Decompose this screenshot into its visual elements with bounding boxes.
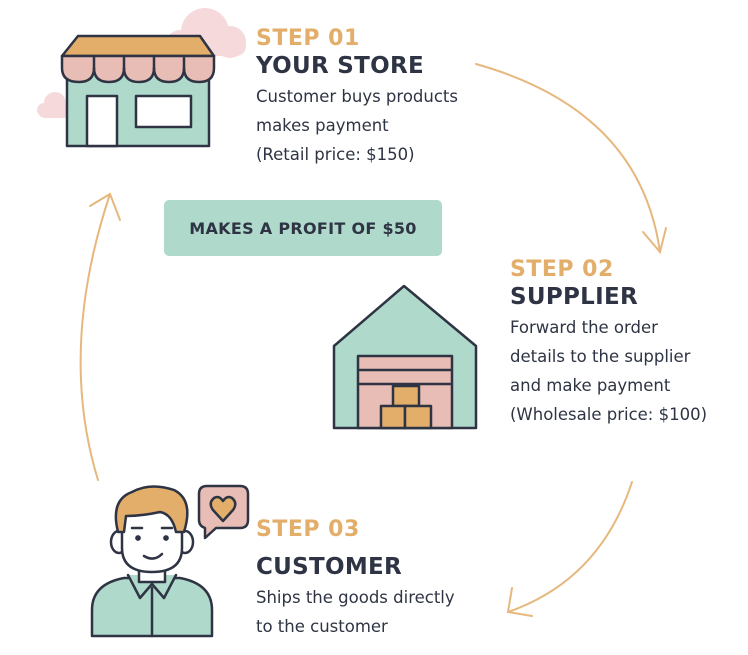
- step-03-line: to the customer: [256, 617, 388, 636]
- step-01-block: STEP 01 YOUR STORE Customer buys product…: [256, 26, 458, 169]
- step-03-block: STEP 03 CUSTOMER Ships the goods directl…: [256, 517, 455, 641]
- arrow-customer-to-store: [79, 193, 111, 481]
- step-02-line: details to the supplier: [510, 347, 691, 366]
- cloud-small-icon: [37, 92, 70, 118]
- step-01-line: (Retail price: $150): [256, 145, 415, 164]
- step-02-line: Forward the order: [510, 318, 658, 337]
- step-01-description: Customer buys products makes payment (Re…: [256, 82, 458, 169]
- step-03-line: Ships the goods directly: [256, 588, 455, 607]
- arrow-store-to-supplier: [475, 63, 661, 253]
- customer-icon: [90, 485, 214, 638]
- warehouse-icon: [332, 284, 478, 430]
- step-03-title: CUSTOMER: [256, 554, 403, 580]
- step-02-description: Forward the order details to the supplie…: [510, 313, 707, 429]
- arrowhead-customer-to-store: [89, 192, 121, 221]
- arrowhead-supplier-to-customer: [506, 587, 533, 617]
- step-01-line: makes payment: [256, 116, 389, 135]
- arrowhead-store-to-supplier: [642, 227, 667, 255]
- step-02-line: and make payment: [510, 376, 671, 395]
- step-03-description: Ships the goods directly to the customer: [256, 583, 455, 641]
- step-02-block: STEP 02 SUPPLIER Forward the order detai…: [510, 257, 707, 429]
- step-01-title: YOUR STORE: [256, 53, 425, 79]
- step-01-line: Customer buys products: [256, 87, 458, 106]
- step-02-label: STEP 02: [510, 257, 614, 282]
- cycle-arrows: [79, 63, 667, 617]
- profit-badge: MAKES A PROFIT OF $50: [164, 200, 442, 256]
- arrow-supplier-to-customer: [507, 481, 633, 613]
- step-03-label: STEP 03: [256, 517, 360, 542]
- step-02-line: (Wholesale price: $100): [510, 405, 708, 424]
- heart-bubble-icon: [197, 484, 250, 540]
- step-01-label: STEP 01: [256, 26, 360, 51]
- store-icon: [60, 34, 216, 148]
- step-02-title: SUPPLIER: [510, 284, 638, 310]
